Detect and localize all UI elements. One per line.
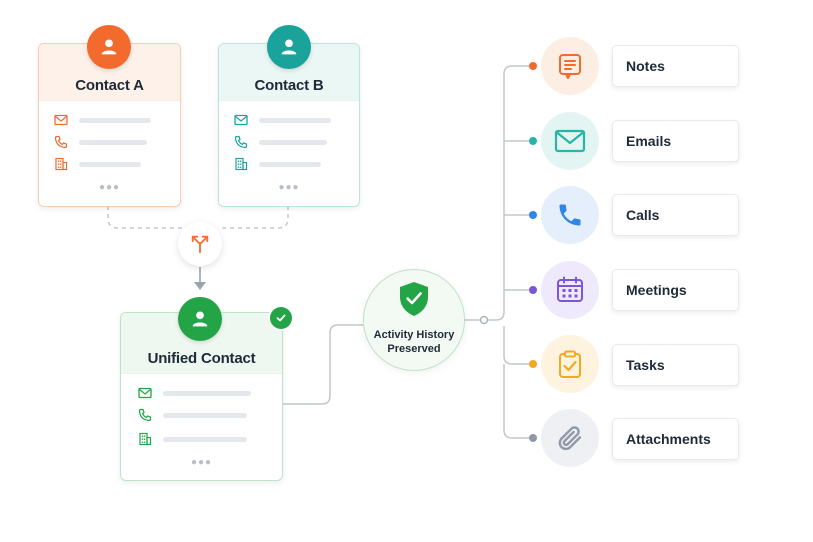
- connector-dot: [529, 360, 537, 368]
- unified-contact-card[interactable]: Unified Contact ●●●: [120, 297, 283, 481]
- shield-check-icon: [396, 280, 432, 318]
- more-dots-icon: ●●●: [98, 182, 121, 193]
- activity-tasks-label: Tasks: [626, 357, 665, 373]
- placeholder-line: [79, 162, 141, 167]
- unified-contact-title: Unified Contact: [147, 350, 256, 367]
- connector-dot: [529, 62, 537, 70]
- clipboard-check-icon: [541, 335, 599, 393]
- contact-a-header: Contact A: [39, 44, 180, 101]
- building-icon: [139, 432, 152, 446]
- phone-icon: [138, 408, 152, 422]
- hub-label-line1: Activity History: [373, 329, 455, 341]
- placeholder-line: [163, 413, 247, 418]
- connector-dot: [529, 434, 537, 442]
- activity-notes-label: Notes: [626, 58, 665, 74]
- more-dots-icon: ●●●: [190, 457, 213, 468]
- mail-icon: [54, 114, 68, 126]
- connector-dot: [529, 286, 537, 294]
- contact-a-card[interactable]: Contact A ●●●: [38, 25, 181, 207]
- placeholder-line: [163, 391, 251, 396]
- placeholder-line: [163, 437, 247, 442]
- merge-arrows-icon: [191, 235, 209, 254]
- activity-emails[interactable]: Emails: [612, 120, 739, 162]
- activity-attachments-label: Attachments: [626, 431, 711, 447]
- email-icon: [541, 112, 599, 170]
- phone-icon: [234, 135, 248, 149]
- contact-b-card[interactable]: Contact B ●●●: [218, 25, 360, 207]
- phone-icon: [541, 186, 599, 244]
- calendar-icon: [541, 261, 599, 319]
- paperclip-icon: [541, 409, 599, 467]
- contact-b-title: Contact B: [254, 77, 324, 94]
- placeholder-line: [259, 162, 321, 167]
- more-dots-icon: ●●●: [278, 182, 300, 193]
- activity-calls[interactable]: Calls: [612, 194, 739, 236]
- activity-attachments[interactable]: Attachments: [612, 418, 739, 460]
- contact-a-title: Contact A: [75, 77, 144, 94]
- activity-meetings[interactable]: Meetings: [612, 269, 739, 311]
- placeholder-line: [259, 140, 327, 145]
- activity-meetings-label: Meetings: [626, 282, 687, 298]
- person-icon: [267, 25, 311, 69]
- activity-calls-label: Calls: [626, 207, 660, 223]
- activity-notes[interactable]: Notes: [612, 45, 739, 87]
- merge-node[interactable]: [178, 222, 222, 266]
- activity-tasks[interactable]: Tasks: [612, 344, 739, 386]
- placeholder-line: [79, 140, 147, 145]
- notes-icon: [541, 37, 599, 95]
- activity-emails-label: Emails: [626, 133, 672, 149]
- building-icon: [55, 157, 68, 171]
- person-icon: [178, 297, 222, 341]
- building-icon: [235, 157, 248, 171]
- mail-icon: [234, 114, 248, 126]
- activity-history-hub[interactable]: Activity History Preserved: [363, 269, 465, 371]
- connector-dot: [529, 211, 537, 219]
- connector-dot: [529, 137, 537, 145]
- hub-label-line2: Preserved: [387, 343, 441, 355]
- mail-icon: [138, 387, 152, 399]
- phone-icon: [54, 135, 68, 149]
- placeholder-line: [259, 118, 331, 123]
- placeholder-line: [79, 118, 151, 123]
- hub-label: Activity History Preserved: [364, 328, 464, 356]
- person-icon: [87, 25, 131, 69]
- check-icon: [270, 307, 292, 329]
